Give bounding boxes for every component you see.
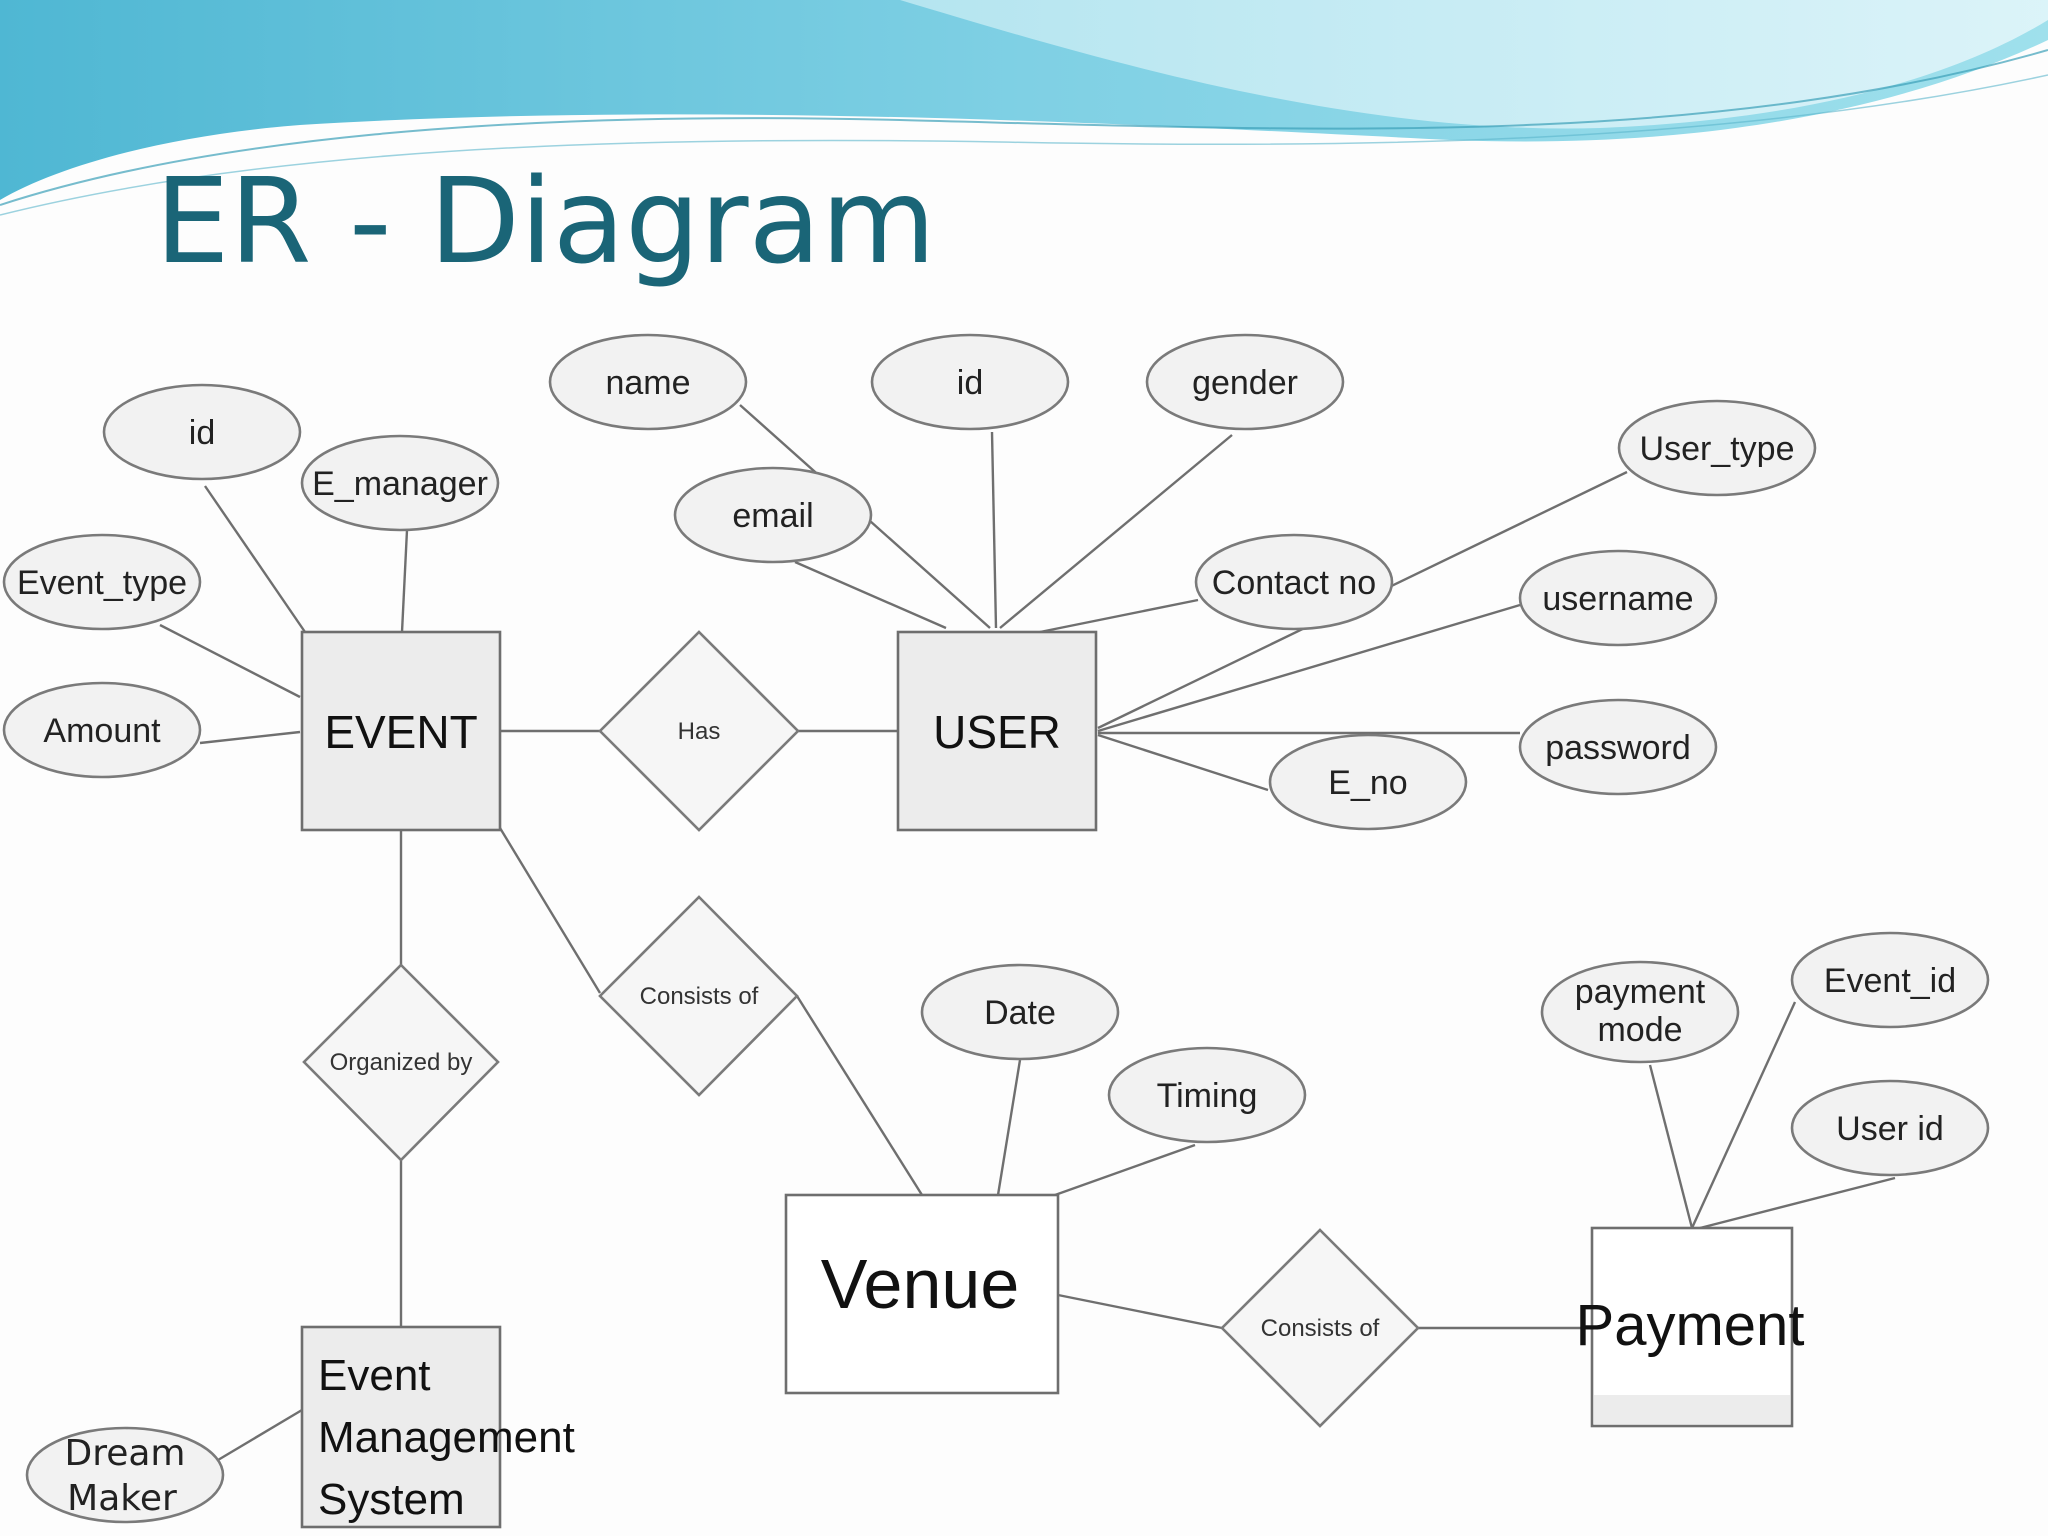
entity-ems-line-2: Management bbox=[318, 1413, 575, 1462]
attribute-e-manager-label: E_manager bbox=[312, 465, 488, 503]
relationship-has-label: Has bbox=[678, 718, 721, 745]
entity-ems-line-3: System bbox=[318, 1475, 465, 1524]
attribute-event-id-payment: Event_id bbox=[1790, 931, 1990, 1029]
attribute-e-no-label: E_no bbox=[1328, 764, 1407, 802]
attribute-event-id: id bbox=[102, 383, 302, 481]
entity-event-management-system: Event Management System bbox=[300, 1325, 575, 1529]
attribute-date: Date bbox=[920, 963, 1120, 1061]
relationship-organized-by: Organized by bbox=[302, 963, 500, 1162]
entity-event-label: EVENT bbox=[324, 706, 477, 758]
attribute-user-id-payment: User id bbox=[1790, 1079, 1990, 1177]
attribute-event-id-payment-label: Event_id bbox=[1824, 962, 1956, 1000]
relationship-organized-by-label: Organized by bbox=[330, 1049, 473, 1076]
attribute-password: password bbox=[1518, 698, 1718, 796]
attribute-user-id-payment-label: User id bbox=[1836, 1110, 1944, 1148]
relationship-consists-of-venue-label: Consists of bbox=[640, 983, 759, 1010]
attribute-contact-no-label: Contact no bbox=[1212, 564, 1376, 602]
attribute-date-label: Date bbox=[984, 994, 1056, 1032]
entity-venue-label: Venue bbox=[821, 1245, 1020, 1323]
page-title: ER - Diagram bbox=[155, 152, 936, 290]
entity-user-label: USER bbox=[933, 706, 1061, 758]
attribute-gender-label: gender bbox=[1192, 364, 1298, 402]
attribute-e-manager: E_manager bbox=[300, 434, 500, 532]
attribute-username: username bbox=[1518, 549, 1718, 647]
attribute-e-no: E_no bbox=[1268, 733, 1468, 831]
attribute-contact-no: Contact no bbox=[1194, 533, 1394, 631]
attribute-timing: Timing bbox=[1107, 1046, 1307, 1144]
attribute-payment-mode-line-2: mode bbox=[1597, 1011, 1682, 1049]
header-wave bbox=[0, 0, 2048, 216]
attribute-amount-label: Amount bbox=[43, 712, 161, 750]
attribute-user-type-label: User_type bbox=[1640, 430, 1795, 468]
attribute-event-type: Event_type bbox=[2, 533, 202, 631]
attribute-dream-maker-line-1: Dream bbox=[64, 1433, 185, 1474]
attribute-email: email bbox=[673, 466, 873, 564]
attribute-user-type: User_type bbox=[1617, 399, 1817, 497]
attribute-dream-maker: Dream Maker bbox=[25, 1426, 225, 1524]
attribute-user-name: name bbox=[548, 333, 748, 431]
relationship-consists-of-payment: Consists of bbox=[1220, 1228, 1420, 1428]
relationship-has: Has bbox=[598, 630, 800, 832]
attribute-user-id-label: id bbox=[957, 364, 983, 402]
attribute-user-name-label: name bbox=[605, 364, 690, 402]
entity-event: EVENT bbox=[300, 630, 502, 832]
attribute-email-label: email bbox=[732, 497, 813, 535]
attribute-dream-maker-line-2: Maker bbox=[67, 1478, 177, 1519]
attribute-payment-mode: payment mode bbox=[1540, 960, 1740, 1064]
entity-payment-label: Payment bbox=[1576, 1293, 1805, 1358]
connector-lines bbox=[159, 404, 1896, 1462]
attribute-password-label: password bbox=[1545, 729, 1691, 767]
relationship-consists-of-payment-label: Consists of bbox=[1261, 1315, 1380, 1342]
attribute-user-id: id bbox=[870, 333, 1070, 431]
entity-user: USER bbox=[896, 630, 1098, 832]
entity-ems-line-1: Event bbox=[318, 1351, 431, 1400]
attribute-amount: Amount bbox=[2, 681, 202, 779]
entity-payment: Payment bbox=[1576, 1226, 1805, 1428]
attribute-username-label: username bbox=[1542, 580, 1693, 618]
entity-venue: Venue bbox=[784, 1193, 1060, 1395]
attribute-event-type-label: Event_type bbox=[17, 564, 187, 602]
attribute-payment-mode-line-1: payment bbox=[1575, 973, 1706, 1011]
attribute-timing-label: Timing bbox=[1157, 1077, 1258, 1115]
attribute-event-id-label: id bbox=[189, 414, 215, 452]
relationship-consists-of-venue: Consists of bbox=[598, 895, 799, 1097]
attribute-gender: gender bbox=[1145, 333, 1345, 431]
